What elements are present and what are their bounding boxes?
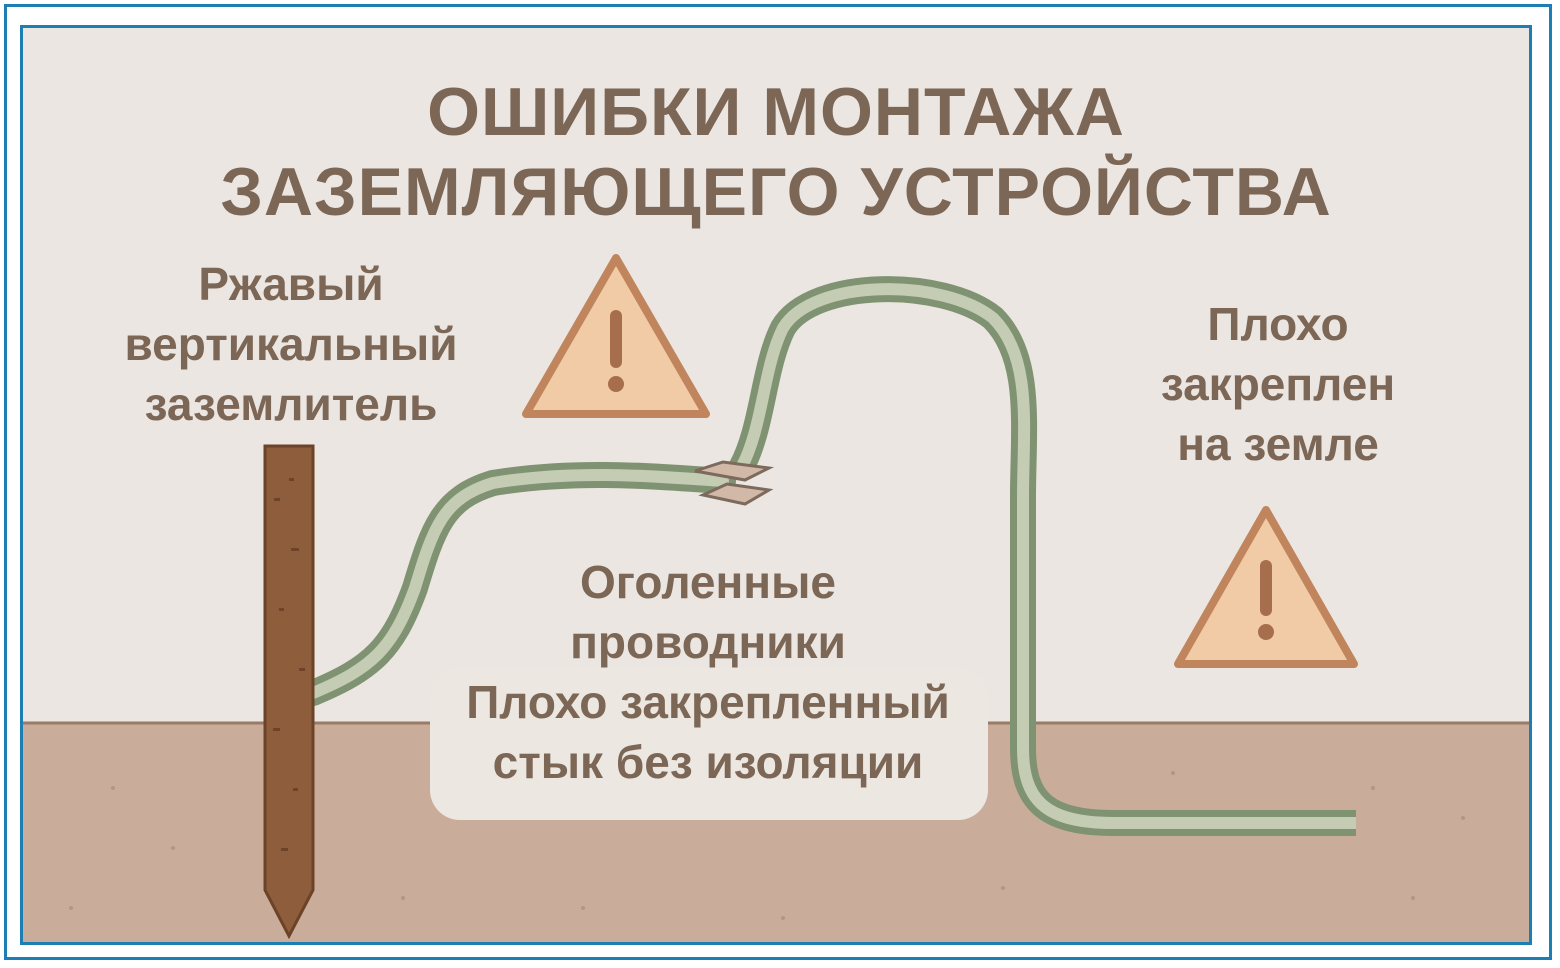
label-line: стык без изоляции — [492, 736, 924, 788]
title-line-2: ЗАЗЕМЛЯЮЩЕГО УСТРОЙСТВА — [220, 154, 1332, 230]
warning-icon — [522, 254, 710, 418]
label-line: проводники — [570, 616, 846, 668]
title-line-1: ОШИБКИ МОНТАЖА — [427, 74, 1125, 150]
warning-icon — [1174, 506, 1358, 668]
label-rusty-electrode: Ржавый вертикальный заземлитель — [81, 254, 501, 434]
label-loose-joint: Плохо закрепленный стык без изоляции — [418, 672, 998, 792]
label-line: закреплен — [1160, 358, 1396, 410]
ground-cable — [300, 276, 1356, 836]
label-poorly-fixed-ground: Плохо закреплен на земле — [1098, 294, 1458, 474]
label-line: Плохо — [1207, 298, 1349, 350]
label-line: Ржавый — [198, 258, 384, 310]
label-line: на земле — [1177, 418, 1379, 470]
label-line: Оголенные — [580, 556, 836, 608]
diagram-frame: ОШИБКИ МОНТАЖА ЗАЗЕМЛЯЮЩЕГО УСТРОЙСТВА Р… — [20, 25, 1532, 945]
bare-joint — [694, 460, 775, 506]
label-background-pill — [430, 668, 988, 820]
label-line: вертикальный — [124, 318, 458, 370]
label-line: заземлитель — [144, 378, 438, 430]
rusty-electrode — [263, 444, 315, 940]
label-line: Плохо закрепленный — [466, 676, 950, 728]
page-title: ОШИБКИ МОНТАЖА ЗАЗЕМЛЯЮЩЕГО УСТРОЙСТВА — [23, 72, 1529, 232]
label-bare-conductors: Оголенные проводники — [418, 552, 998, 672]
